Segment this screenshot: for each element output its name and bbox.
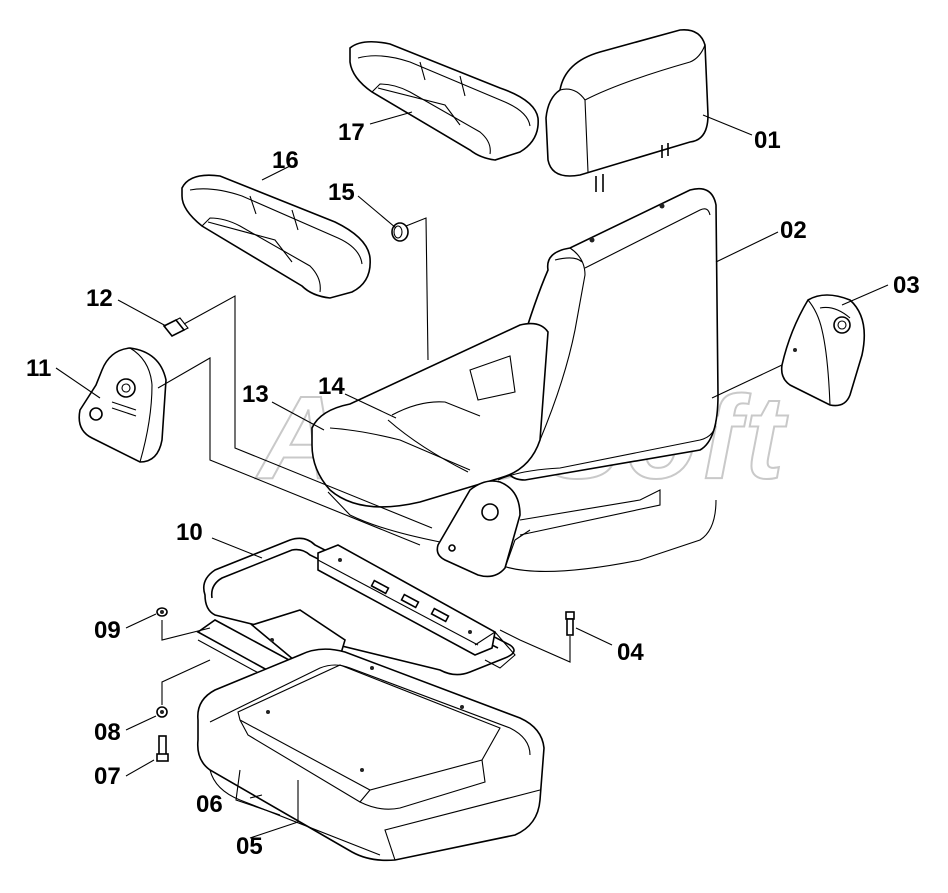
label-02: 02 (780, 217, 807, 244)
screw-12 (162, 317, 189, 338)
label-13: 13 (242, 381, 269, 408)
label-15: 15 (328, 179, 355, 206)
label-11: 11 (26, 355, 51, 382)
label-04: 04 (617, 639, 644, 666)
seat-body-02 (311, 187, 719, 578)
side-cover-11 (78, 347, 167, 463)
label-17: 17 (338, 119, 365, 146)
label-09: 09 (94, 617, 121, 644)
headrest-01 (545, 28, 709, 192)
leader-lines (55, 111, 889, 839)
label-12: 12 (86, 285, 113, 312)
label-06: 06 (196, 791, 223, 818)
armrest-16 (181, 174, 371, 299)
label-08: 08 (94, 719, 121, 746)
label-10: 10 (176, 519, 203, 546)
rail-frame-10 (202, 537, 516, 676)
nut-09 (156, 607, 168, 617)
label-03: 03 (893, 272, 920, 299)
label-16: 16 (272, 147, 299, 174)
bolt-04 (565, 611, 575, 636)
label-05: 05 (236, 833, 263, 860)
bolt-07 (156, 735, 169, 762)
label-01: 01 (754, 127, 781, 154)
side-cover-03 (780, 294, 866, 407)
seat-base-05-06 (196, 648, 545, 862)
plug-15 (391, 222, 409, 242)
washer-08 (156, 706, 168, 718)
armrest-17 (349, 40, 539, 161)
part-labels: 01 02 03 04 05 06 07 08 09 10 11 12 13 1… (26, 119, 920, 860)
label-14: 14 (318, 373, 345, 400)
label-07: 07 (94, 763, 121, 790)
